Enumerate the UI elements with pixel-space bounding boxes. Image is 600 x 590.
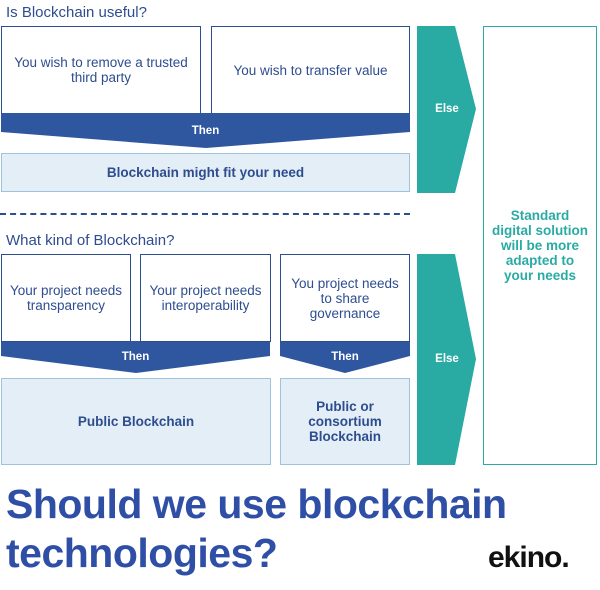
standard-digital-solution: Standard digital solution will be more a…: [483, 26, 597, 465]
then-label-2: Then: [121, 351, 150, 363]
condition-transparency: Your project needs transparency: [1, 254, 131, 342]
else-label-2: Else: [435, 353, 459, 365]
condition-interoperability: Your project needs interoperability: [140, 254, 271, 342]
then-arrow-2: [1, 341, 270, 373]
else-label-1: Else: [435, 103, 459, 115]
result-blockchain-fits: Blockchain might fit your need: [1, 153, 410, 192]
section-divider: [0, 213, 410, 215]
headline: Should we use blockchain technologies?: [6, 480, 507, 578]
else-arrow-2: [417, 254, 476, 465]
headline-line-1: Should we use blockchain: [6, 481, 507, 527]
headline-line-2: technologies?: [6, 530, 278, 576]
condition-governance: You project needs to share governance: [280, 254, 410, 342]
then-label-1: Then: [191, 125, 220, 137]
section-title-useful: Is Blockchain useful?: [6, 4, 147, 21]
ekino-logo: ekino.: [488, 541, 570, 574]
then-label-3: Then: [331, 351, 359, 363]
section-title-kind: What kind of Blockchain?: [6, 232, 175, 249]
condition-transfer-value: You wish to transfer value: [211, 26, 410, 114]
result-public-blockchain: Public Blockchain: [1, 378, 271, 465]
then-arrow-1: [1, 113, 410, 148]
condition-remove-third-party: You wish to remove a trusted third party: [1, 26, 201, 114]
result-public-or-consortium: Public or consortium Blockchain: [280, 378, 410, 465]
then-arrow-3: [280, 341, 410, 373]
else-arrow-1: [417, 26, 476, 193]
